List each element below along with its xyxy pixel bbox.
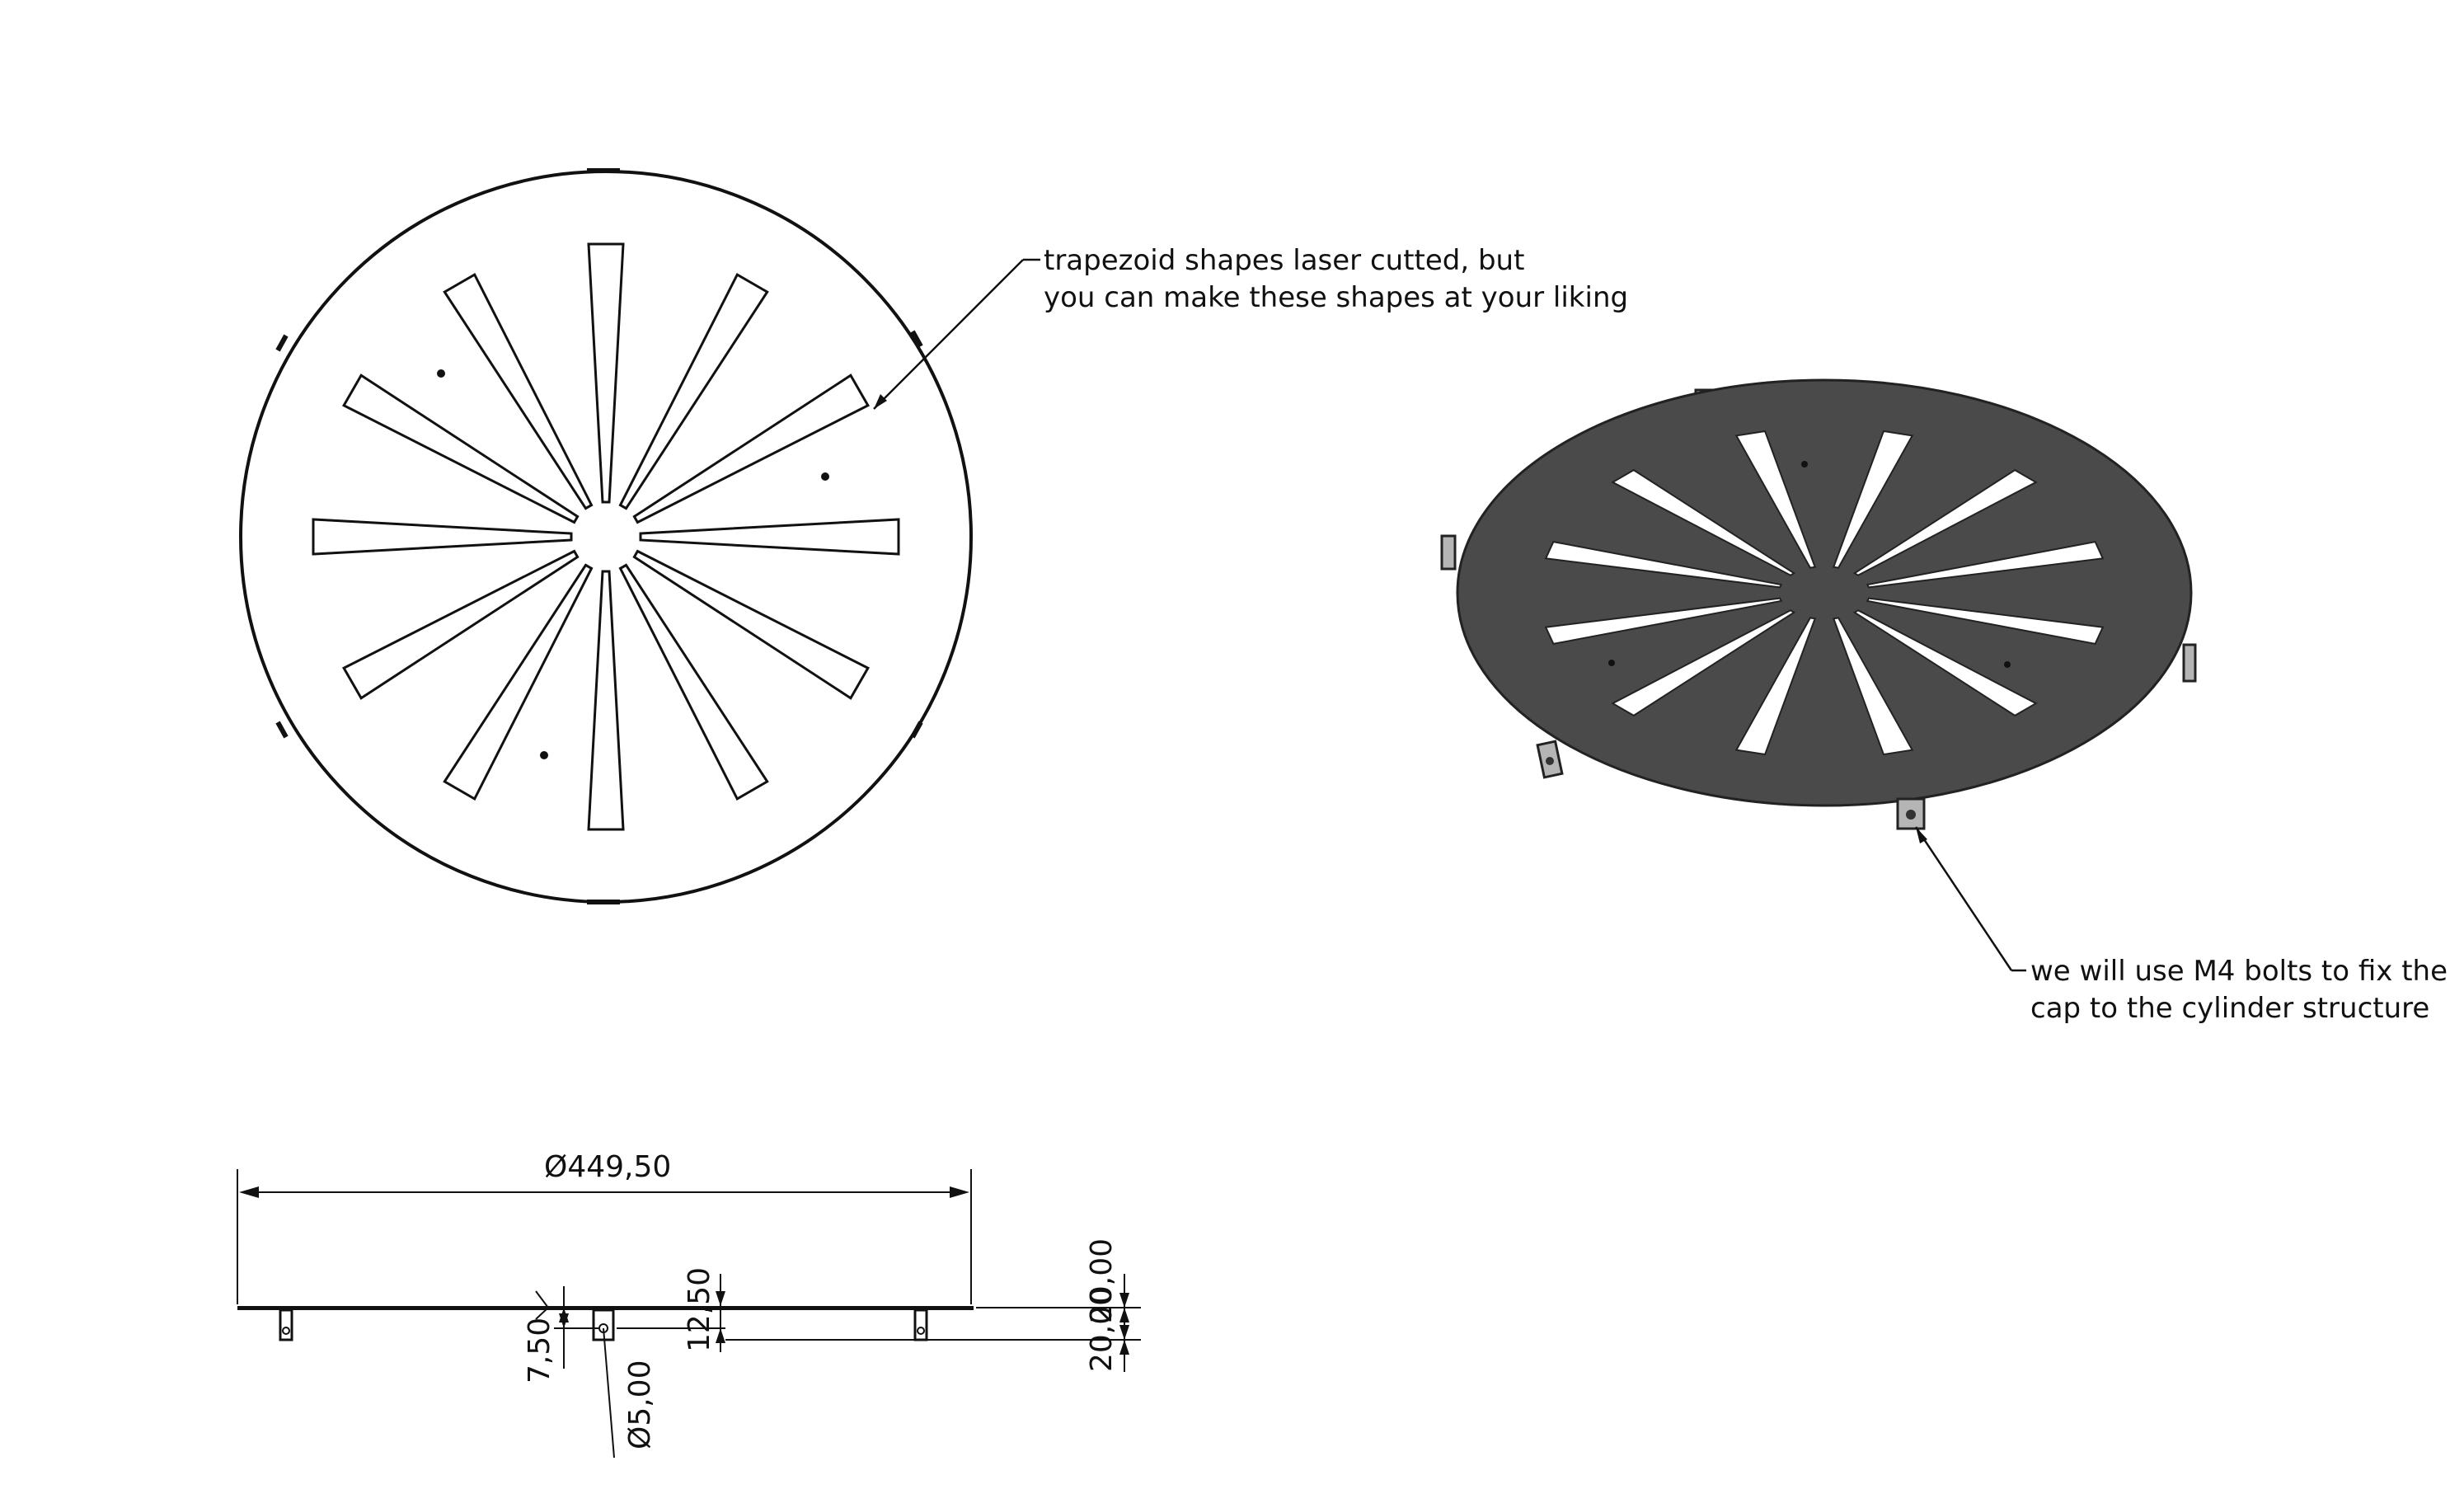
note-arrowhead: [874, 394, 887, 409]
trapezoid-slot-iso: [1832, 430, 1914, 569]
hole-diameter-dimension: Ø5,00: [623, 1360, 657, 1450]
trapezoid-slot: [443, 273, 594, 510]
tab-mark: [910, 330, 923, 348]
height-dimension-b: 20,00: [1085, 1287, 1119, 1372]
trapezoid-slot: [342, 549, 580, 700]
hole-leader: [603, 1327, 615, 1459]
trapezoid-slot-iso: [1866, 597, 2105, 646]
side-tab-hole: [282, 1327, 290, 1335]
bolt-hole: [2004, 661, 2011, 668]
trapezoid-slot: [312, 518, 573, 556]
top-view: trapezoid shapes laser cutted, but you c…: [239, 168, 1628, 904]
bolt-hole: [1608, 660, 1615, 666]
trapezoid-slot: [632, 549, 870, 700]
tab-depth-dimension: 12,50: [683, 1267, 716, 1352]
side-tab: [913, 1308, 928, 1341]
tab-mark: [910, 721, 923, 739]
trapezoid-note-line2: you can make these shapes at your liking: [1044, 281, 1628, 314]
trapezoid-slot-iso: [1734, 430, 1817, 569]
trapezoid-slot-iso: [1544, 540, 1783, 589]
dimension-arrow: [1119, 1293, 1129, 1308]
bolt-hole: [540, 751, 548, 759]
dimension-arrow: [239, 1186, 259, 1198]
bolt-note-arrowhead: [1916, 827, 1927, 843]
hole-offset-dimension: 7,50: [523, 1318, 556, 1384]
height-dimension-a: 20,00: [1085, 1238, 1119, 1323]
dimension-arrow: [535, 1290, 550, 1320]
mounting-tab: [1440, 534, 1457, 571]
bolt-hole: [1801, 461, 1808, 467]
bolt-hole: [437, 369, 445, 378]
bolt-hole: [821, 472, 829, 481]
mounting-tabs-front: [1536, 643, 2197, 830]
trapezoid-slot-iso: [1734, 617, 1817, 756]
trapezoid-slot: [618, 273, 769, 510]
bolt-holes: [437, 369, 829, 759]
trapezoid-slot: [639, 518, 900, 556]
bolt-note-line1: we will use M4 bolts to fix the: [2030, 955, 2448, 988]
trapezoid-slot-iso: [1611, 609, 1796, 717]
mounting-tab: [1896, 797, 1926, 830]
dimension-arrow: [950, 1186, 969, 1198]
trapezoid-slot: [587, 570, 625, 831]
bolt-note-leader: [1914, 826, 2013, 971]
dimension-arrow: [1119, 1325, 1129, 1340]
tab-mark: [275, 334, 289, 352]
trapezoid-slot-iso: [1611, 468, 1796, 576]
trapezoid-slot-iso: [1832, 617, 1914, 756]
side-view: Ø449,50 7,50 Ø5,00 12,50 20,00 20,00: [237, 1150, 1141, 1459]
trapezoid-slot-iso: [1544, 597, 1783, 646]
radial-slots-iso: [1544, 430, 2105, 756]
trapezoid-slot: [443, 563, 594, 801]
trapezoid-slot-iso: [1852, 468, 2038, 576]
diameter-dimension: Ø449,50: [544, 1150, 671, 1184]
dimension-arrow: [716, 1328, 725, 1343]
trapezoid-slot-iso: [1852, 609, 2038, 717]
side-tab-hole: [917, 1327, 925, 1335]
dimension-arrow: [1119, 1340, 1129, 1355]
bolt-note-line2: cap to the cylinder structure: [2030, 992, 2429, 1025]
note-leader: [873, 259, 1024, 410]
side-plate: [237, 1306, 974, 1310]
trapezoid-slot: [587, 242, 625, 504]
dimension-arrow: [716, 1291, 725, 1306]
isometric-view: we will use M4 bolts to fix the cap to t…: [1440, 378, 2448, 1025]
tab-bolt-hole: [1546, 757, 1554, 765]
trapezoid-slot: [342, 373, 580, 524]
tab-mark: [275, 721, 289, 739]
trapezoid-note-line1: trapezoid shapes laser cutted, but: [1044, 244, 1524, 277]
tab-marks: [275, 168, 923, 904]
trapezoid-slot-iso: [1866, 540, 2105, 589]
trapezoid-slot: [632, 373, 870, 524]
tab-bolt-hole: [1906, 810, 1916, 820]
dimension-arrow: [559, 1313, 569, 1328]
mounting-tab: [2182, 643, 2197, 683]
side-tab: [279, 1308, 293, 1341]
bolt-holes-iso: [1608, 461, 2011, 668]
plate-surface: [1456, 378, 2193, 807]
trapezoid-slot: [618, 563, 769, 801]
radial-slots: [312, 242, 900, 831]
dimension-arrow: [1119, 1308, 1129, 1322]
